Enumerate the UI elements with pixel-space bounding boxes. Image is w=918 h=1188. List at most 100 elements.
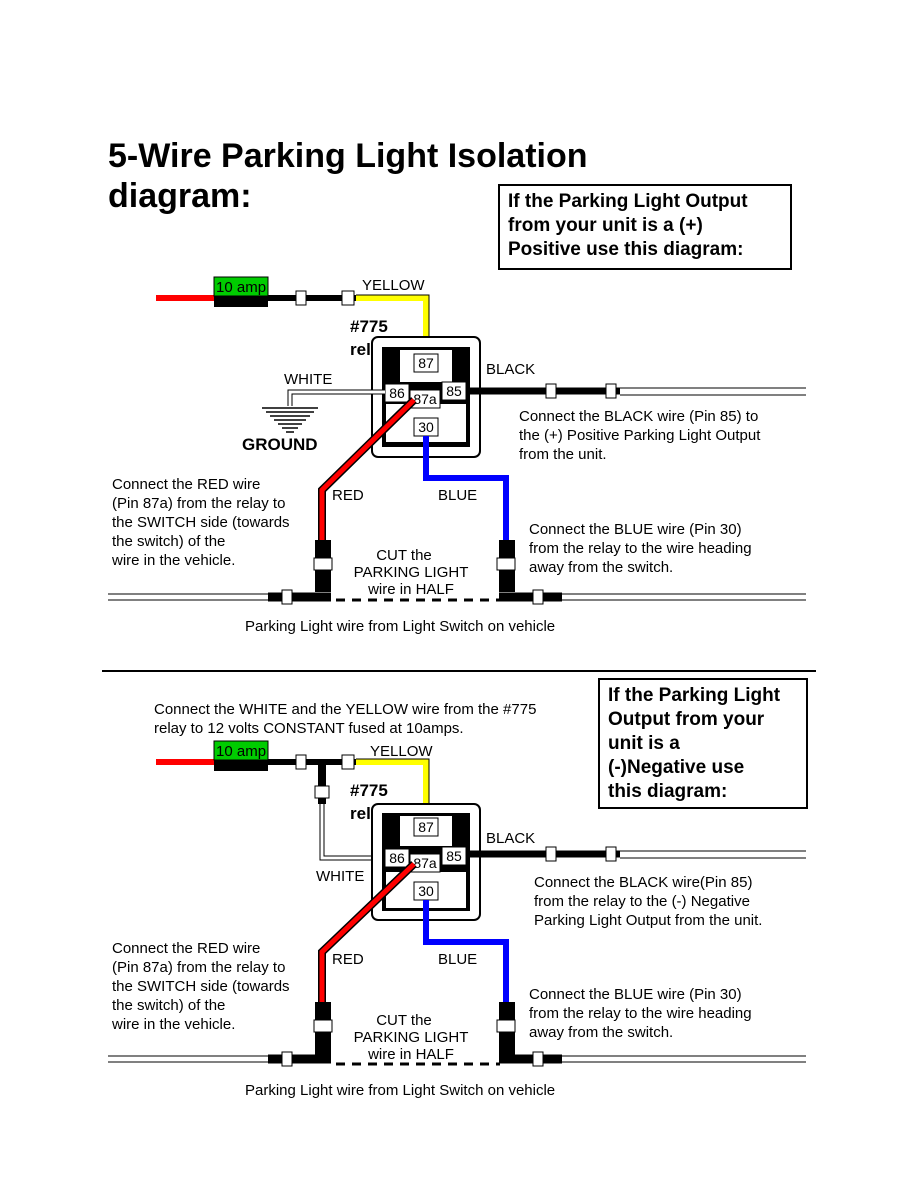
connector xyxy=(605,383,617,399)
blue-wire-label: BLUE xyxy=(438,951,477,968)
cut-note: PARKING LIGHT xyxy=(354,564,469,581)
blue-wire-label: BLUE xyxy=(438,487,477,504)
yellow-wire-label: YELLOW xyxy=(362,277,425,294)
connector xyxy=(341,290,355,306)
red-wire xyxy=(319,862,416,1006)
vehicle-wire-caption: Parking Light wire from Light Switch on … xyxy=(245,618,555,635)
blue-wire-note: Connect the BLUE wire (Pin 30) xyxy=(529,521,742,538)
blue-wire-note: from the relay to the wire heading xyxy=(529,540,752,557)
black-wire-note: Connect the BLACK wire(Pin 85) xyxy=(534,874,752,891)
fuse-label-bg xyxy=(213,740,269,761)
red-wire-note: (Pin 87a) from the relay to xyxy=(112,959,285,976)
pin-87a-label: 87a xyxy=(413,391,437,407)
constant-power-note: relay to 12 volts CONSTANT fused at 10am… xyxy=(154,720,464,737)
page-title-line: 5-Wire Parking Light Isolation xyxy=(108,137,588,175)
pin-30-label: 30 xyxy=(418,883,434,899)
connector xyxy=(341,754,355,770)
yellow-wire-label: YELLOW xyxy=(370,743,433,760)
connector xyxy=(295,754,307,770)
pin-87-box xyxy=(413,353,439,373)
pin-87a-label: 87a xyxy=(413,855,437,871)
red-wire-note: the SWITCH side (towards xyxy=(112,514,290,531)
connector xyxy=(313,557,333,571)
fuse-label-bg xyxy=(213,276,269,297)
relay-name: #775 xyxy=(350,781,388,800)
connector xyxy=(532,589,544,605)
red-wire-note: wire in the vehicle. xyxy=(111,1016,235,1033)
pin-87-label: 87 xyxy=(418,355,434,371)
red-wire-note: (Pin 87a) from the relay to xyxy=(112,495,285,512)
blue-wire-note: away from the switch. xyxy=(529,559,673,576)
blue-wire-note: Connect the BLUE wire (Pin 30) xyxy=(529,986,742,1003)
constant-power-note: Connect the WHITE and the YELLOW wire fr… xyxy=(154,701,536,718)
red-wire-label: RED xyxy=(332,487,364,504)
red-wire xyxy=(319,398,416,544)
blue-wire xyxy=(423,900,509,1006)
connector xyxy=(545,383,557,399)
connector xyxy=(295,290,307,306)
negative-output-note-box: If the Parking Light Output from your un… xyxy=(598,678,808,809)
white-wire-label: WHITE xyxy=(284,371,332,388)
red-wire-note: the switch) of the xyxy=(112,997,225,1014)
yellow-wire xyxy=(356,295,429,352)
blue-wire-note: away from the switch. xyxy=(529,1024,673,1041)
cut-note: wire in HALF xyxy=(367,1046,454,1063)
connector xyxy=(496,1019,516,1033)
fuse-label: 10 amp xyxy=(216,279,266,296)
pin-87-box xyxy=(413,817,439,837)
pin-85-label: 85 xyxy=(446,848,462,864)
pin-86-box xyxy=(384,848,410,868)
white-wire xyxy=(320,804,385,860)
black-wire-note: from the relay to the (-) Negative xyxy=(534,893,750,910)
red-wire-note: the switch) of the xyxy=(112,533,225,550)
yellow-wire-outline xyxy=(356,758,430,816)
ground-icon xyxy=(262,407,318,433)
diagram-negative: Connect the WHITE and the YELLOW wire fr… xyxy=(108,701,806,1099)
white-wire xyxy=(288,390,385,406)
connector xyxy=(605,846,617,862)
pin-86-label: 86 xyxy=(389,850,405,866)
vehicle-wire-caption: Parking Light wire from Light Switch on … xyxy=(245,1082,555,1099)
positive-output-note-box: If the Parking Light Output from your un… xyxy=(498,184,792,270)
connector xyxy=(281,1051,293,1067)
cut-note: CUT the xyxy=(376,1012,432,1029)
connector xyxy=(314,785,330,799)
connector xyxy=(281,589,293,605)
relay-name: #775 xyxy=(350,317,388,336)
pin-87-label: 87 xyxy=(418,819,434,835)
black-wire-note: Connect the BLACK wire (Pin 85) to xyxy=(519,408,758,425)
red-wire-label: RED xyxy=(332,951,364,968)
pin-85-label: 85 xyxy=(446,383,462,399)
white-wire-label: WHITE xyxy=(316,868,364,885)
connector xyxy=(313,1019,333,1033)
red-wire-note: the SWITCH side (towards xyxy=(112,978,290,995)
black-wire-label: BLACK xyxy=(486,361,535,378)
diagram-positive: 10 amp YELLOW #775 relay 87 86 87a 85 30… xyxy=(108,276,806,635)
blue-wire-note: from the relay to the wire heading xyxy=(529,1005,752,1022)
connector xyxy=(532,1051,544,1067)
cut-note: PARKING LIGHT xyxy=(354,1029,469,1046)
black-wire-label: BLACK xyxy=(486,830,535,847)
cut-note: wire in HALF xyxy=(367,581,454,598)
connector xyxy=(496,557,516,571)
blue-wire xyxy=(423,436,509,544)
red-wire-note: Connect the RED wire xyxy=(112,476,260,493)
yellow-wire-outline xyxy=(356,294,430,352)
pin-30-label: 30 xyxy=(418,419,434,435)
black-wire-note: the (+) Positive Parking Light Output xyxy=(519,427,761,444)
yellow-wire xyxy=(356,759,429,816)
pin-86-label: 86 xyxy=(389,385,405,401)
ground-label: GROUND xyxy=(242,435,318,454)
pin-87a-mark xyxy=(418,846,432,852)
red-wire-note: Connect the RED wire xyxy=(112,940,260,957)
red-wire-note: wire in the vehicle. xyxy=(111,552,235,569)
page-title-line: diagram: xyxy=(108,177,252,215)
black-wire-note: from the unit. xyxy=(519,446,607,463)
fuse-label: 10 amp xyxy=(216,743,266,760)
white-wire xyxy=(287,389,385,406)
cut-note: CUT the xyxy=(376,547,432,564)
black-wire-note: Parking Light Output from the unit. xyxy=(534,912,762,929)
connector xyxy=(545,846,557,862)
